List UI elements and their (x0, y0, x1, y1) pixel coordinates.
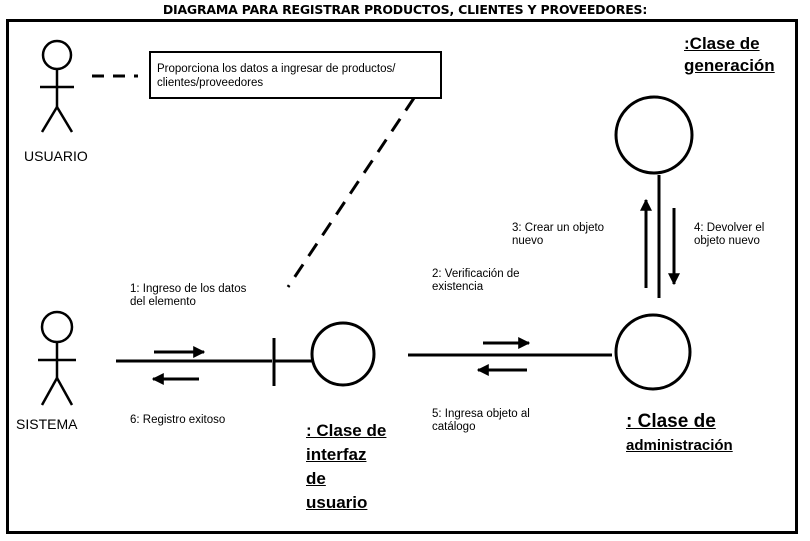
message-5-label: 5: Ingresa objeto al catálogo (432, 408, 530, 433)
usuario-note-box: Proporciona los datos a ingresar de prod… (149, 51, 442, 99)
diagram-title: DIAGRAMA PARA REGISTRAR PRODUCTOS, CLIEN… (162, 2, 648, 17)
generacion-class-label: :Clase de generación (684, 33, 775, 77)
message-1-label: 1: Ingreso de los datos del elemento (130, 283, 247, 308)
generacion-class-line-1: :Clase de (684, 34, 760, 53)
diagram-frame (6, 19, 798, 534)
note-line-2: clientes/proveedores (157, 77, 264, 89)
interfaz-class-line-3: de (306, 469, 326, 488)
sistema-label: SISTEMA (16, 416, 78, 432)
note-line-1: Proporciona los datos a ingresar de prod… (157, 63, 396, 75)
interfaz-class-label: : Clase de interfaz de usuario (306, 419, 386, 515)
interfaz-boundary-shape (272, 321, 376, 387)
administracion-class-label: : Clase de administración (626, 409, 733, 457)
generacion-class-line-2: generación (684, 56, 775, 75)
interfaz-class-line-1: : Clase de (306, 421, 387, 440)
administracion-class-line-1: : Clase de (626, 411, 716, 432)
note-to-interfaz-dashed-link (286, 97, 416, 288)
generacion-object-circle (614, 95, 694, 175)
administracion-object-circle (614, 313, 692, 391)
message-6-label: 6: Registro exitoso (130, 414, 226, 426)
interfaz-class-line-4: usuario (306, 493, 368, 512)
administracion-class-line-2: administración (626, 437, 733, 454)
interfaz-class-line-2: interfaz (306, 445, 367, 464)
message-3-label: 3: Crear un objeto nuevo (512, 222, 605, 247)
usuario-actor-figure (40, 39, 74, 133)
message-4-label: 4: Devolver el objeto nuevo (694, 222, 765, 247)
usuario-label: USUARIO (24, 148, 88, 164)
sistema-actor-figure (38, 310, 76, 406)
message-2-label: 2: Verificación de existencia (432, 268, 520, 293)
